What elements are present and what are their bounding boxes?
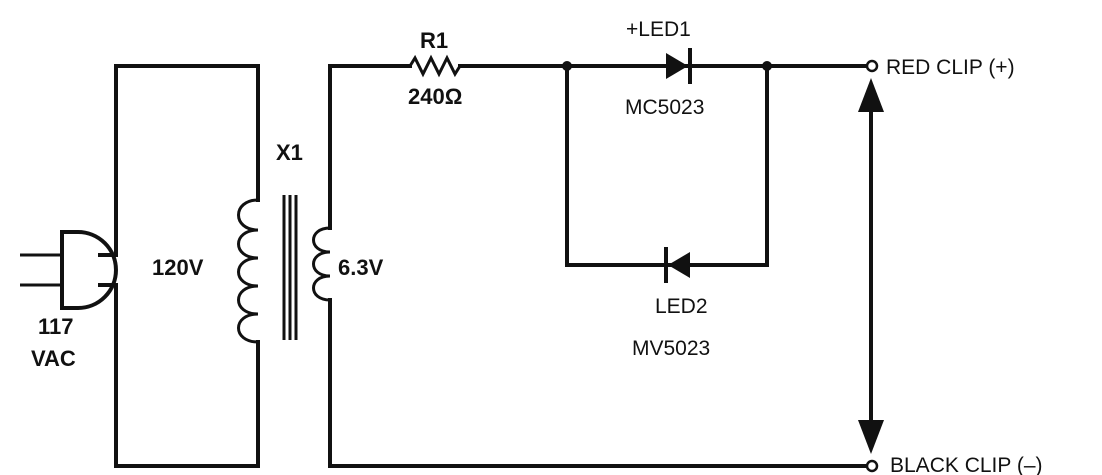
led1-name: +LED1 (626, 18, 691, 41)
black-clip-label: BLACK CLIP (–) (890, 454, 1043, 475)
led2-part-number: MV5023 (632, 337, 710, 360)
transformer-core (282, 195, 298, 340)
primary-voltage-label: 120V (152, 255, 204, 280)
secondary-top-wire (328, 64, 412, 230)
secondary-coil-icon (312, 226, 331, 302)
red-clip-terminal (865, 59, 879, 73)
primary-coil-icon (237, 198, 259, 344)
resistor-value: 240Ω (408, 84, 462, 109)
led2-diode-icon (664, 247, 690, 283)
ac-plug-icon (20, 230, 118, 310)
secondary-bottom-wire (328, 298, 870, 468)
led1-diode-icon (666, 48, 692, 84)
black-clip-terminal (865, 459, 879, 473)
red-clip-label: RED CLIP (+) (886, 56, 1015, 79)
primary-wire (98, 64, 260, 468)
secondary-voltage-label: 6.3V (338, 255, 384, 280)
led1-part-number: MC5023 (625, 96, 704, 119)
led2-name: LED2 (655, 295, 708, 318)
double-arrow-icon (858, 78, 884, 454)
resistor-icon (408, 54, 462, 78)
plug-voltage-line2: VAC (31, 346, 76, 371)
resistor-name: R1 (420, 28, 448, 53)
transformer-label: X1 (276, 140, 303, 165)
plug-voltage-line1: 117 (38, 314, 74, 339)
